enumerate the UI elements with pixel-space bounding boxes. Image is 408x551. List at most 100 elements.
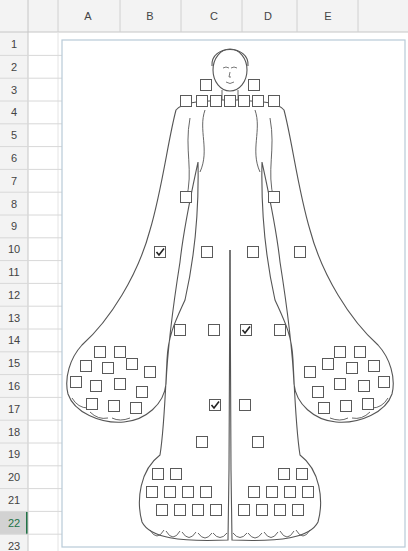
checkbox xyxy=(193,505,204,516)
checkbox xyxy=(275,325,286,336)
checkbox xyxy=(115,379,126,390)
checkbox xyxy=(153,469,164,480)
body-details-right xyxy=(233,90,388,538)
checkbox xyxy=(175,505,186,516)
checkbox xyxy=(171,469,182,480)
checkbox xyxy=(293,505,304,516)
checkbox xyxy=(319,403,330,414)
checkbox xyxy=(269,192,280,203)
body-right-half xyxy=(230,100,393,540)
face-features xyxy=(223,67,237,84)
checkbox xyxy=(239,505,250,516)
head-outline xyxy=(213,49,247,91)
checkbox xyxy=(165,487,176,498)
row-number: 1 xyxy=(0,36,28,52)
checkbox xyxy=(335,347,346,358)
row-number: 17 xyxy=(0,401,28,417)
checkbox xyxy=(253,437,264,448)
checkbox xyxy=(201,80,212,91)
checkbox-group xyxy=(71,80,390,516)
row-number: 10 xyxy=(0,241,28,257)
hair-outline xyxy=(212,50,248,67)
checkbox xyxy=(249,80,260,91)
checkbox xyxy=(225,96,236,107)
checkbox xyxy=(249,487,260,498)
checkbox xyxy=(253,96,264,107)
row-number: 18 xyxy=(0,424,28,440)
checkbox-checked xyxy=(241,325,252,336)
column-letter: D xyxy=(243,8,293,24)
checkbox xyxy=(335,379,346,390)
checkbox xyxy=(81,361,92,372)
row-number: 16 xyxy=(0,378,28,394)
column-letter: E xyxy=(303,8,353,24)
checkbox xyxy=(297,469,308,480)
checkbox xyxy=(127,359,138,370)
column-header-bar xyxy=(0,0,408,32)
row-header-bar xyxy=(0,0,28,551)
checkbox xyxy=(115,347,126,358)
row-number: 3 xyxy=(0,82,28,98)
checkbox xyxy=(275,505,286,516)
checkbox-checked xyxy=(210,400,221,411)
body-outline xyxy=(67,49,393,540)
row-number: 15 xyxy=(0,355,28,371)
selected-row-header xyxy=(0,511,28,534)
checkbox xyxy=(379,377,390,388)
checkbox xyxy=(323,359,334,370)
checkbox xyxy=(369,361,380,372)
checkbox xyxy=(197,437,208,448)
header-border xyxy=(28,0,29,551)
row-number: 23 xyxy=(0,538,28,551)
checkbox xyxy=(175,325,186,336)
checkbox xyxy=(279,469,290,480)
checkbox xyxy=(248,247,259,258)
check-mark xyxy=(212,402,220,409)
checkbox xyxy=(240,400,251,411)
checkbox xyxy=(341,401,352,412)
check-mark xyxy=(243,327,251,334)
checkbox xyxy=(157,505,168,516)
row-number: 6 xyxy=(0,150,28,166)
checkbox xyxy=(257,505,268,516)
row-number: 19 xyxy=(0,446,28,462)
checkbox xyxy=(201,487,212,498)
checkbox xyxy=(295,247,306,258)
checkbox xyxy=(313,387,324,398)
column-letter: C xyxy=(189,8,239,24)
row-number: 8 xyxy=(0,196,28,212)
checkbox xyxy=(267,487,278,498)
checkbox xyxy=(181,192,192,203)
row-number: 4 xyxy=(0,104,28,120)
checkbox xyxy=(145,367,156,378)
checkbox xyxy=(211,505,222,516)
checkbox xyxy=(147,487,158,498)
checkbox xyxy=(363,399,374,410)
check-mark xyxy=(157,249,165,256)
row-number: 14 xyxy=(0,332,28,348)
row-number: 22 xyxy=(0,515,28,531)
row-number: 20 xyxy=(0,469,28,485)
row-number: 5 xyxy=(0,127,28,143)
checkbox xyxy=(202,247,213,258)
column-letter: A xyxy=(63,8,113,24)
checkbox xyxy=(303,487,314,498)
checkbox-checked xyxy=(155,247,166,258)
header-border xyxy=(0,32,408,33)
body-left-half xyxy=(67,100,230,540)
checkbox xyxy=(197,96,208,107)
checkbox xyxy=(87,399,98,410)
checkbox xyxy=(137,387,148,398)
checkbox xyxy=(91,381,102,392)
row-number: 13 xyxy=(0,310,28,326)
row-number: 11 xyxy=(0,264,28,280)
picture-frame xyxy=(62,40,405,547)
checkbox xyxy=(269,96,280,107)
row-number: 21 xyxy=(0,492,28,508)
checkbox xyxy=(183,487,194,498)
checkbox xyxy=(211,96,222,107)
checkbox xyxy=(359,381,370,392)
